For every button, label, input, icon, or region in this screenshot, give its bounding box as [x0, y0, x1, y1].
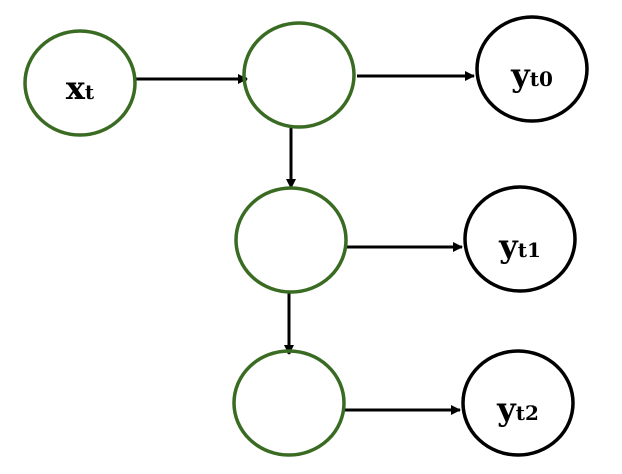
hidden-node-0-circle: [242, 21, 356, 129]
output-node-1-circle: [463, 185, 577, 293]
output-node-2-label: yt2: [496, 390, 539, 428]
output-node-0-label: yt0: [510, 56, 553, 94]
hidden-node-0: [242, 21, 356, 129]
input-node: xt: [23, 29, 137, 137]
hidden-node-1-circle: [234, 186, 348, 294]
output-node-1: yt1: [463, 185, 577, 293]
hidden-node-1: [234, 186, 348, 294]
output-node-1-label: yt1: [498, 227, 541, 265]
output-node-0-circle: [475, 15, 589, 123]
output-node-0: yt0: [475, 15, 589, 123]
input-node-circle: [23, 29, 137, 137]
edges: [135, 71, 475, 415]
output-node-2-circle: [461, 349, 575, 457]
hidden-node-2-circle: [232, 349, 346, 457]
output-node-2: yt2: [461, 349, 575, 457]
hidden-node-2: [232, 349, 346, 457]
input-node-label: xt: [66, 69, 95, 107]
